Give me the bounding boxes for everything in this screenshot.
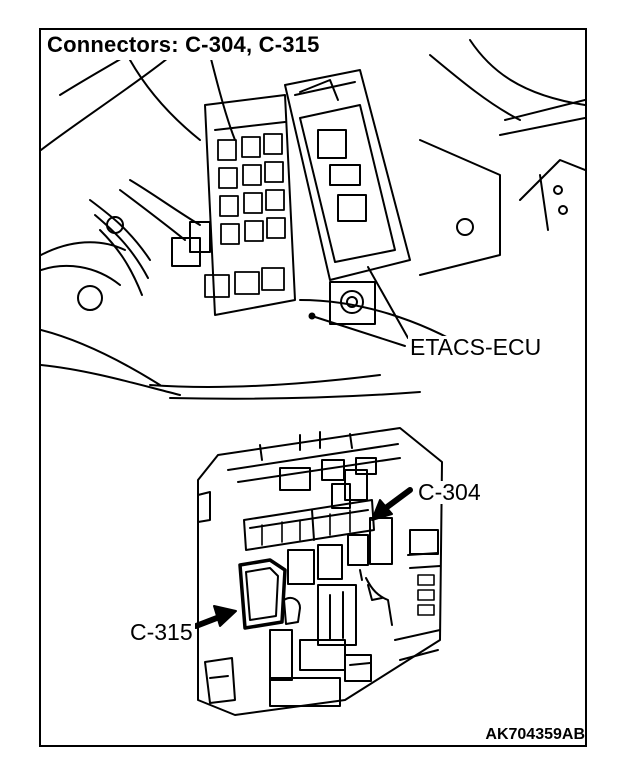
- figure-code: AK704359AB: [485, 726, 585, 743]
- c315-label: C-315: [128, 619, 195, 645]
- etacs-ecu-label: ETACS-ECU: [408, 334, 544, 360]
- figure-title: Connectors: C-304, C-315: [45, 30, 324, 60]
- lower-ecu-detail: [193, 427, 443, 716]
- c304-label: C-304: [416, 479, 483, 505]
